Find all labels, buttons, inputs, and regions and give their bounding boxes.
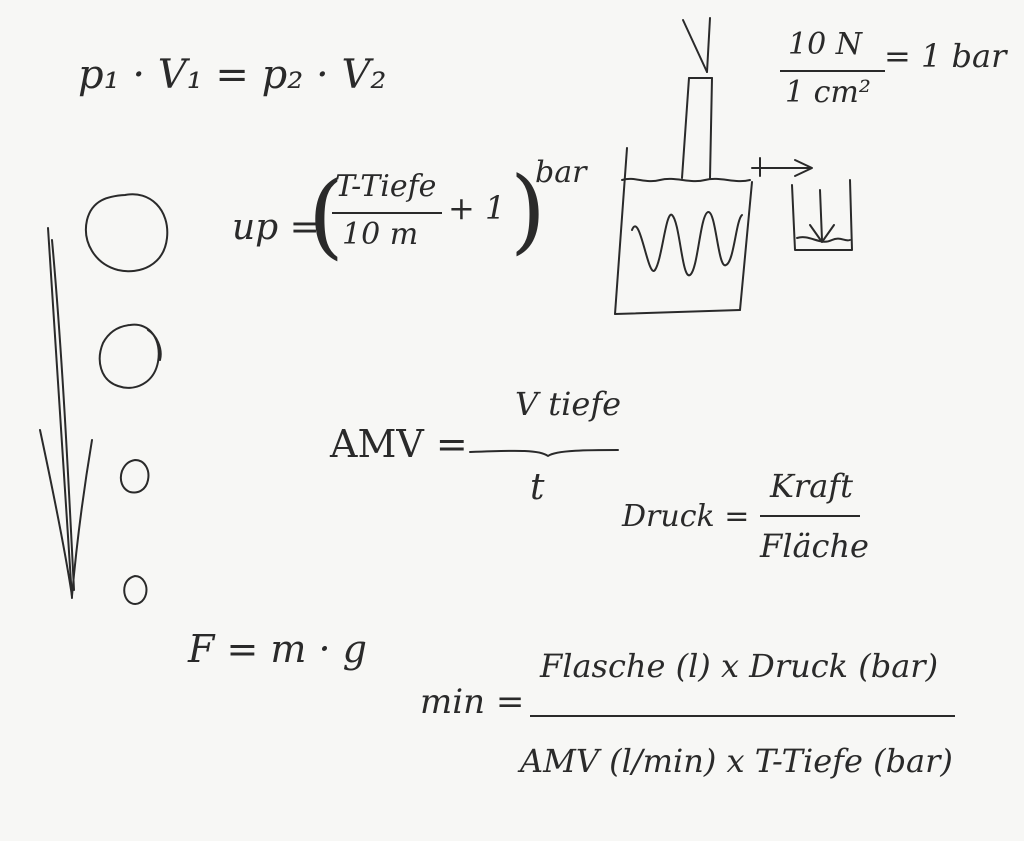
- up-fraction-bar: [332, 212, 442, 214]
- force-formula: F = m · g: [188, 627, 367, 671]
- amv-fraction-bar: [469, 449, 619, 457]
- minutes-denominator: AMV (l/min) x T-Tiefe (bar): [520, 742, 953, 780]
- amv-numerator: V tiefe: [515, 385, 622, 423]
- druck-numerator: Kraft: [770, 467, 853, 505]
- bubble-icon: [84, 193, 169, 605]
- pressure-unit-numerator: 10 N: [788, 27, 862, 62]
- amv-prefix: AMV =: [330, 422, 468, 466]
- minutes-prefix: min =: [420, 682, 525, 722]
- minutes-numerator: Flasche (l) x Druck (bar): [540, 647, 939, 685]
- druck-fraction-bar: [760, 515, 860, 517]
- boyle-formula: p₁ · V₁ = p₂ · V₂: [78, 52, 387, 98]
- druck-prefix: Druck =: [622, 499, 750, 534]
- up-numerator: T-Tiefe: [335, 169, 437, 204]
- up-denominator: 10 m: [342, 217, 419, 252]
- up-unit: bar: [535, 155, 587, 190]
- bubble-trail-icon: [39, 227, 93, 599]
- amv-denominator: t: [530, 467, 545, 508]
- up-plus-one: + 1: [448, 189, 506, 227]
- up-prefix: up =: [232, 207, 320, 248]
- piston-container-icon: [614, 17, 813, 315]
- up-paren-left: (: [308, 162, 344, 269]
- pressure-unit-bar: [780, 70, 885, 72]
- minutes-fraction-bar: [530, 715, 955, 717]
- druck-denominator: Fläche: [760, 527, 869, 565]
- water-cup-icon: [791, 179, 853, 251]
- pressure-unit-denominator: 1 cm²: [785, 75, 871, 110]
- pressure-unit-result: = 1 bar: [884, 37, 1007, 75]
- up-paren-right: ): [510, 157, 546, 264]
